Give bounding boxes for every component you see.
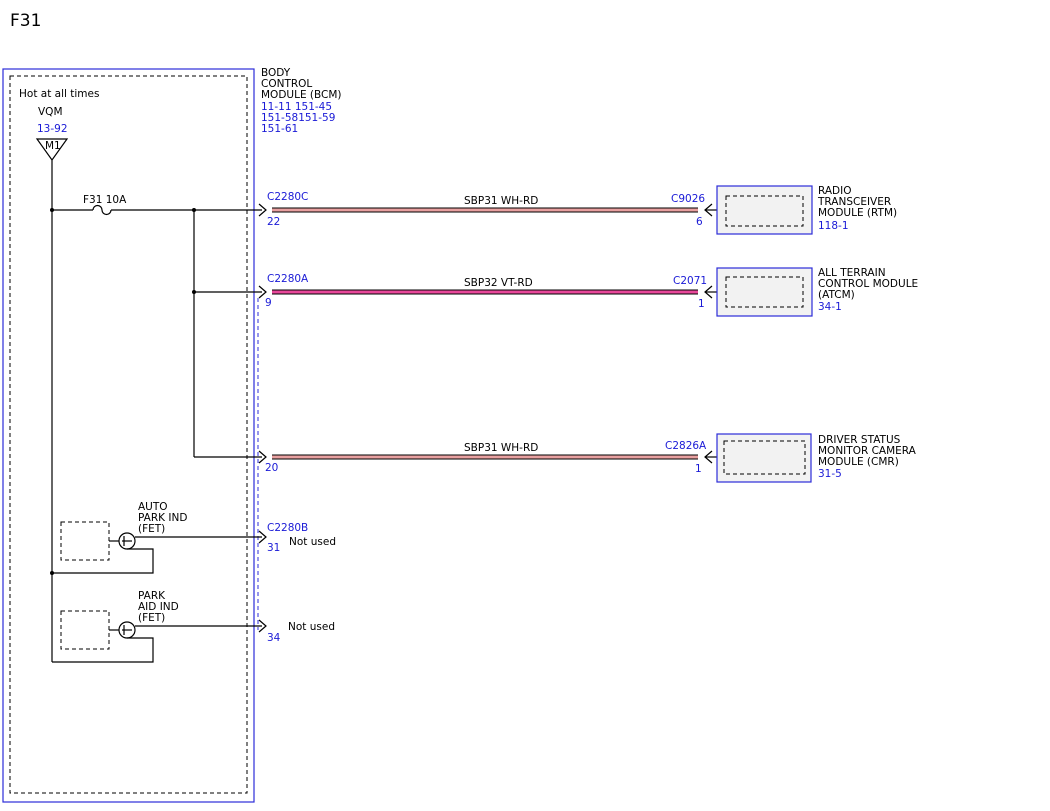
rtm-module-box: [716, 185, 813, 235]
connector-arrow: [258, 530, 267, 544]
fuse-symbol: [92, 204, 112, 216]
bcm-pin-label: 20: [265, 462, 278, 474]
far-pin-label: 1: [698, 298, 705, 310]
circuit-rtm: C2280C 22 SBP31 WH-RD C9026 6 RADIO TRAN…: [258, 185, 897, 235]
fet-ground-wire: [52, 548, 154, 574]
bcm-title: BODY CONTROL MODULE (BCM) 11-11 151-45 1…: [261, 67, 342, 135]
module-name-line: MODULE (CMR): [818, 456, 899, 468]
page-title: F31: [10, 11, 41, 31]
bcm-ref: 151-61: [261, 123, 298, 135]
module-name-line: MONITOR CAMERA: [818, 445, 917, 457]
bcm-pin-label: 31: [267, 542, 280, 554]
bcm-connector-label: C2280C: [267, 191, 308, 203]
module-ref: 118-1: [818, 220, 849, 232]
bcm-name-line: CONTROL: [261, 78, 312, 90]
fet-label-line: (FET): [138, 523, 165, 535]
far-connector-label: C2826A: [665, 440, 707, 452]
bcm-ref: 11-11 151-45: [261, 101, 332, 113]
fet-label-line: (FET): [138, 612, 165, 624]
bcm-pin-label: 9: [265, 297, 272, 309]
wire-label: SBP31 WH-RD: [464, 442, 538, 454]
bcm-connector-label: C2280A: [267, 273, 309, 285]
far-pin-label: 1: [695, 463, 702, 475]
not-used-label: Not used: [288, 621, 335, 633]
bcm-name-line: MODULE (BCM): [261, 89, 342, 101]
far-connector-label: C9026: [671, 193, 705, 205]
circuit-atcm: C2280A 9 SBP32 VT-RD C2071 1 ALL TERRAIN…: [258, 267, 918, 317]
atcm-module-box: [716, 267, 813, 317]
module-name-line: (ATCM): [818, 289, 855, 301]
module-internal: [725, 195, 804, 227]
connector-arrow: [258, 619, 267, 633]
output-park-aid-ind: PARK AID IND (FET) 34 Not used: [52, 590, 335, 663]
bcm-pin-label: 34: [267, 632, 281, 644]
module-ref: 34-1: [818, 301, 842, 313]
bcm-connector-label: C2280B: [267, 522, 308, 534]
bcm-name-line: BODY: [261, 67, 291, 79]
circuit-cmr: 20 SBP31 WH-RD C2826A 1 DRIVER STATUS MO…: [258, 433, 917, 483]
module-internal: [723, 440, 806, 475]
fet-label-line: AID IND: [138, 601, 179, 613]
vqm-ref: 13-92: [37, 123, 68, 135]
module-name-line: RADIO: [818, 185, 852, 197]
module-name-line: ALL TERRAIN: [818, 267, 886, 279]
not-used-label: Not used: [289, 536, 336, 548]
module-ref: 31-5: [818, 468, 842, 480]
vqm-pin: M1: [45, 140, 61, 152]
wire-label: SBP32 VT-RD: [464, 277, 533, 289]
wire-label: SBP31 WH-RD: [464, 195, 538, 207]
fuse-label: F31 10A: [83, 194, 127, 206]
vqm-label: VQM: [38, 106, 63, 118]
module-name-line: TRANSCEIVER: [817, 196, 891, 208]
bcm-internal-boundary: [9, 75, 248, 794]
connector-arrow: [258, 285, 267, 299]
fet-label-line: AUTO: [138, 501, 168, 513]
output-auto-park-ind: AUTO PARK IND (FET) C2280B 31 Not used: [52, 501, 336, 574]
module-name-line: MODULE (RTM): [818, 207, 897, 219]
hot-at-all-times-label: Hot at all times: [19, 88, 99, 100]
module-internal: [725, 276, 804, 308]
fet-internal-box: [60, 521, 110, 561]
bcm-module-box: [2, 68, 255, 803]
far-pin-label: 6: [696, 216, 703, 228]
fet-internal-box: [60, 610, 110, 650]
bcm-ref: 151-58151-59: [261, 112, 335, 124]
module-name-line: DRIVER STATUS: [818, 434, 901, 446]
fet-ground-wire: [52, 637, 154, 663]
fet-label-line: PARK: [138, 590, 166, 602]
connector-arrow: [258, 203, 267, 217]
vqm-terminal-symbol: [35, 138, 69, 162]
bcm-pin-label: 22: [267, 216, 280, 228]
far-connector-label: C2071: [673, 275, 707, 287]
module-name-line: CONTROL MODULE: [818, 278, 918, 290]
connector-arrow: [258, 450, 267, 464]
fet-label-line: PARK IND: [138, 512, 187, 524]
